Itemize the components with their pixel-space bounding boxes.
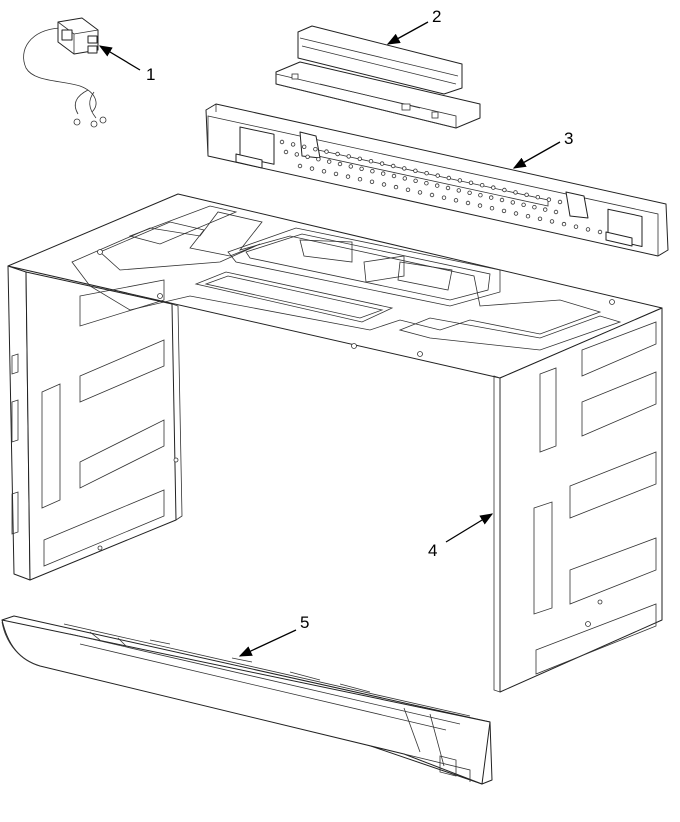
rail-hole xyxy=(513,211,519,216)
rail-hole xyxy=(359,166,364,171)
rail-hole xyxy=(435,183,440,188)
rail-hole xyxy=(290,142,296,147)
callout-2-label: 2 xyxy=(432,7,441,26)
rail-hole xyxy=(327,159,332,164)
rail-hole xyxy=(357,156,362,161)
rail-hole xyxy=(445,185,451,191)
rail-hole xyxy=(424,170,429,176)
callout-1-label: 1 xyxy=(146,65,155,84)
rail-hole xyxy=(405,187,411,192)
part-5-front-grille xyxy=(1,615,493,785)
rail-hole xyxy=(294,152,299,157)
rail-hole xyxy=(335,151,340,157)
rail-hole xyxy=(379,161,385,166)
rail-hole xyxy=(435,173,440,178)
rail-hole xyxy=(446,175,451,181)
rail-hole xyxy=(521,202,526,207)
callout-4: 4 xyxy=(428,513,494,560)
rail-hole xyxy=(381,171,386,176)
rail-hole xyxy=(499,197,505,203)
rail-hole xyxy=(346,154,351,159)
rail-hole xyxy=(357,176,363,182)
rail-hole xyxy=(456,188,461,193)
rail-hole xyxy=(468,180,474,185)
rail-hole xyxy=(546,197,552,202)
rail-hole xyxy=(480,182,485,188)
rail-hole xyxy=(553,209,559,215)
rail-hole xyxy=(489,205,495,211)
part-3-mounting-rail xyxy=(205,103,669,257)
callout-3: 3 xyxy=(512,129,573,169)
rail-hole xyxy=(391,173,397,179)
rail-hole xyxy=(337,161,343,167)
rail-hole xyxy=(465,200,471,206)
part-1-power-cord xyxy=(23,17,107,128)
rail-hole xyxy=(457,178,463,183)
rail-hole xyxy=(489,195,494,200)
rail-hole xyxy=(368,158,374,164)
rail-hole xyxy=(557,199,563,205)
rail-hole xyxy=(381,182,387,187)
rail-hole xyxy=(510,200,515,205)
rail-hole xyxy=(491,185,496,190)
rail-hole xyxy=(478,192,483,198)
rail-hole xyxy=(467,190,472,195)
rail-hole xyxy=(413,178,418,183)
rail-hole xyxy=(348,164,353,169)
rail-hole xyxy=(413,168,418,173)
rail-hole xyxy=(429,192,435,198)
rail-hole xyxy=(453,198,459,203)
rail-hole xyxy=(477,203,483,208)
rail-hole xyxy=(333,171,339,177)
rail-hole xyxy=(369,179,375,184)
rail-hole xyxy=(513,190,518,195)
rail-hole xyxy=(524,192,529,197)
callout-1: 1 xyxy=(98,45,155,84)
rail-hole xyxy=(305,154,310,159)
callout-3-label: 3 xyxy=(564,129,573,148)
rail-hole xyxy=(573,224,579,229)
rail-hole xyxy=(393,184,399,190)
part-4-chassis xyxy=(7,193,663,693)
rail-hole xyxy=(585,227,591,232)
rail-hole xyxy=(543,207,548,212)
rail-hole xyxy=(297,163,303,169)
rail-hole xyxy=(501,208,507,214)
callout-5-label: 5 xyxy=(300,613,309,632)
rail-hole xyxy=(302,144,307,149)
rail-holes xyxy=(279,139,603,235)
callout-5: 5 xyxy=(238,613,309,657)
rail-hole xyxy=(441,195,447,200)
callout-4-label: 4 xyxy=(428,541,437,560)
rail-hole xyxy=(549,219,555,224)
rail-hole xyxy=(532,204,537,210)
rail-hole xyxy=(424,180,429,186)
rail-hole xyxy=(502,187,507,193)
rail-hole xyxy=(417,190,423,195)
rail-hole xyxy=(279,139,285,145)
rail-hole xyxy=(324,149,329,154)
rail-hole xyxy=(313,146,318,152)
rail-hole xyxy=(535,194,540,200)
rail-hole xyxy=(370,168,375,174)
rail-hole xyxy=(561,221,567,227)
rail-hole xyxy=(283,149,289,155)
rail-hole xyxy=(345,174,351,179)
rail-hole xyxy=(597,229,603,235)
rail-hole xyxy=(391,163,396,169)
rail-hole xyxy=(402,166,407,171)
callout-2: 2 xyxy=(386,7,441,45)
rail-hole xyxy=(525,213,531,219)
rail-hole xyxy=(309,166,315,171)
rail-hole xyxy=(321,169,327,174)
rail-hole xyxy=(316,156,321,162)
part-2-control-box xyxy=(275,25,481,129)
rail-hole xyxy=(537,216,543,221)
rail-hole xyxy=(402,176,407,181)
